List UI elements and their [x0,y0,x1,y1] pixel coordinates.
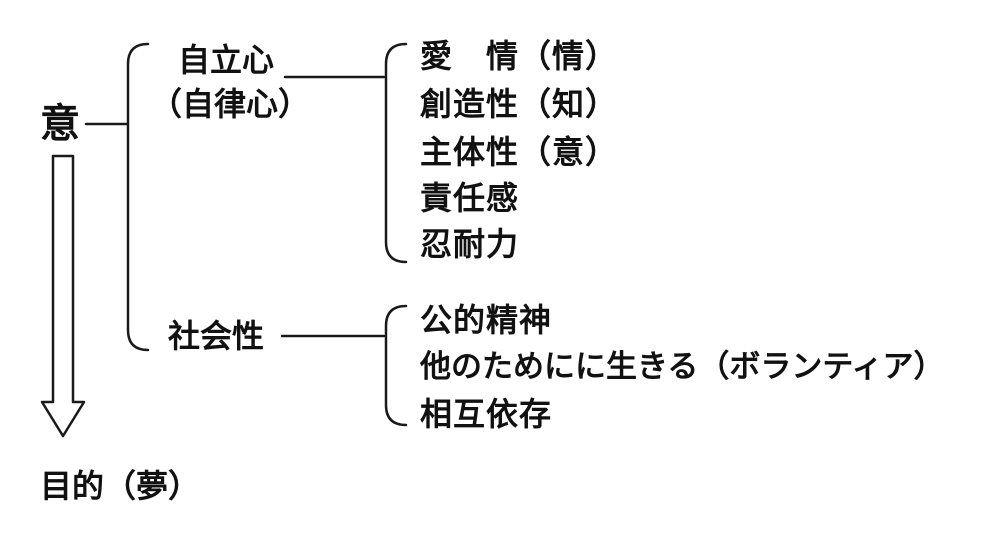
branch2-item: 公的精神 [420,301,553,339]
branch2-bracket [384,304,408,427]
branch2-item: 他のためにに生きる（ボランティア） [420,349,945,385]
branch1-bracket [384,42,408,264]
root-label: 意 [40,101,80,147]
branch1-item: 創造性（知） [420,85,619,123]
branch1-sublabel: （自律心） [150,85,311,123]
main-bracket [126,42,150,352]
branch1-item: 責任感 [420,179,520,217]
branch1-label: 自立心 [178,41,275,79]
branch1-item: 忍耐力 [420,225,520,263]
branch2-item: 相互依存 [420,395,553,433]
branch2-label: 社会性 [168,317,265,355]
down-arrow [40,154,86,438]
branch1-item: 主体性（意） [420,133,619,171]
goal-label: 目的（夢） [40,467,201,505]
branch1-item: 愛 情（情） [420,37,619,75]
